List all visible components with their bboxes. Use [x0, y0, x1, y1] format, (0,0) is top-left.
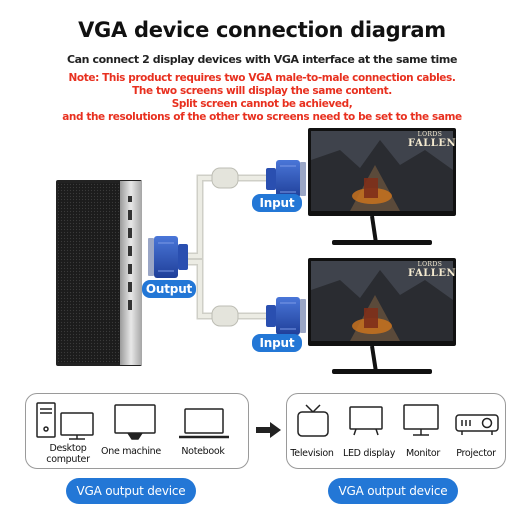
page-title: VGA device connection diagram [78, 18, 446, 42]
one-machine-icon [114, 404, 156, 440]
note-line-4: and the resolutions of the other two scr… [62, 111, 462, 123]
device-label-notebook: Notebook [181, 446, 225, 457]
device-label-one-machine: One machine [101, 446, 161, 457]
note-line-1: Note: This product requires two VGA male… [68, 72, 456, 84]
vga-input-connector-top [266, 160, 306, 198]
desktop-computer-icon [36, 402, 94, 440]
television-icon [297, 404, 329, 437]
projector-icon [455, 414, 499, 435]
output-label: Output [142, 280, 196, 298]
input-group-label: VGA output device [328, 478, 458, 504]
device-label-led-display: LED display [342, 448, 396, 459]
output-group-label: VGA output device [66, 478, 196, 504]
monitor-bottom-brand-big: FALLEN [408, 268, 457, 279]
notebook-icon [179, 408, 229, 439]
vga-input-connector-bottom [266, 297, 306, 335]
input-label-bottom: Input [252, 334, 302, 352]
device-label-projector: Projector [456, 448, 496, 459]
monitor-icon [403, 404, 439, 436]
device-label-television: Television [290, 448, 334, 459]
monitor-top-brand-small: LORDS [417, 131, 443, 138]
device-label-desktop: Desktop computer [46, 443, 90, 465]
desktop-tower [56, 180, 142, 366]
arrow-right-icon [256, 422, 281, 438]
monitor-bottom [308, 258, 456, 374]
vga-output-connector [148, 236, 188, 278]
monitor-top-brand-big: FALLEN [408, 138, 457, 149]
vga-splitter-cable [180, 167, 272, 327]
input-device-icons [297, 404, 499, 437]
monitor-top [308, 128, 456, 245]
input-label-top: Input [252, 194, 302, 212]
page-subtitle: Can connect 2 display devices with VGA i… [66, 53, 458, 66]
device-label-monitor: Monitor [405, 448, 440, 459]
note-line-3: Split screen cannot be achieved, [171, 98, 353, 110]
led-display-icon [349, 406, 383, 436]
monitor-bottom-brand-small: LORDS [417, 261, 443, 268]
note-line-2: The two screens will display the same co… [132, 85, 392, 97]
output-device-icons [36, 402, 229, 440]
